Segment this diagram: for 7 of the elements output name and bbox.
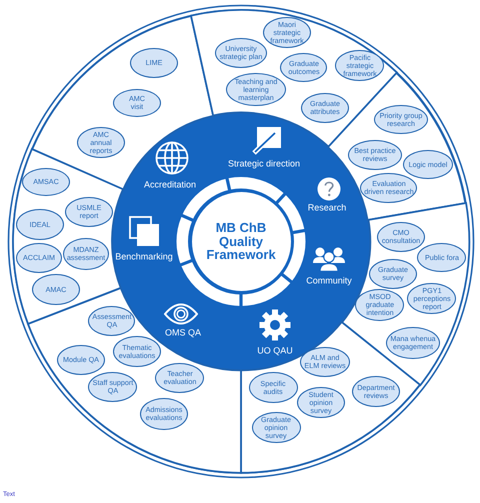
segment-label: Accreditation <box>144 179 196 190</box>
segment-label: Strategic direction <box>228 158 300 170</box>
segment-label: Community <box>306 275 352 286</box>
segment-label: Research <box>308 202 346 214</box>
segment-label: UO QAU <box>257 345 293 356</box>
segment-label: Benchmarking <box>115 251 173 262</box>
segment-label: OMS QA <box>164 327 201 338</box>
